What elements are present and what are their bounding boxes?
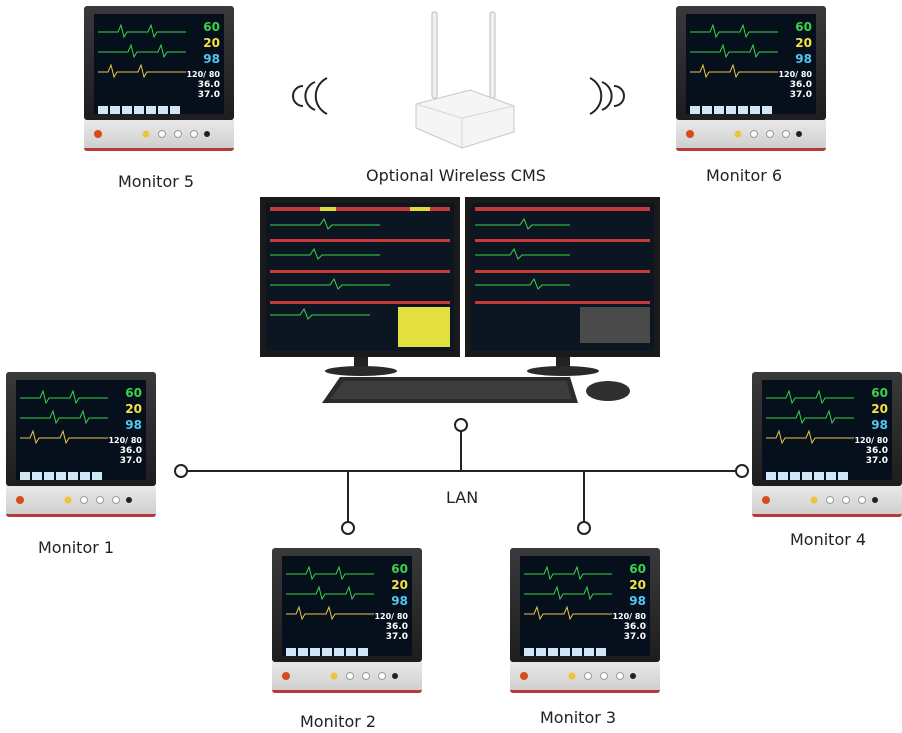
heart-rate-value: 60 xyxy=(203,20,220,34)
patient-monitor-6: 60 20 98 120/ 80 36.0 37.0 xyxy=(676,6,826,156)
nibp-value: 120/ 80 xyxy=(186,70,220,79)
label-monitor-1: Monitor 1 xyxy=(38,538,115,557)
pleth-waveform xyxy=(286,605,374,620)
ecg-waveform xyxy=(286,585,374,600)
heart-rate-value: 60 xyxy=(795,20,812,34)
temp1-value: 36.0 xyxy=(197,80,220,90)
temp2-value: 37.0 xyxy=(865,456,888,466)
temp1-value: 36.0 xyxy=(385,622,408,632)
temp1-value: 36.0 xyxy=(623,622,646,632)
temp2-value: 37.0 xyxy=(197,90,220,100)
spo2-value: 98 xyxy=(871,418,888,432)
pleth-waveform xyxy=(524,605,612,620)
ecg-waveform xyxy=(766,389,854,404)
spo2-value: 98 xyxy=(629,594,646,608)
pleth-waveform xyxy=(98,63,186,78)
temp2-value: 37.0 xyxy=(789,90,812,100)
heart-rate-value: 60 xyxy=(629,562,646,576)
patient-monitor-2: 60 20 98 120/ 80 36.0 37.0 xyxy=(272,548,422,698)
pleth-waveform xyxy=(690,63,778,78)
temp2-value: 37.0 xyxy=(385,632,408,642)
patient-monitor-4: 60 20 98 120/ 80 36.0 37.0 xyxy=(752,372,902,522)
heart-rate-value: 60 xyxy=(125,386,142,400)
screen-softkeys xyxy=(524,644,620,656)
pleth-waveform xyxy=(766,429,854,444)
lan-node-monitor4 xyxy=(735,464,749,478)
label-wireless-cms: Optional Wireless CMS xyxy=(366,166,546,185)
ecg-waveform xyxy=(766,409,854,424)
label-monitor-3: Monitor 3 xyxy=(540,708,617,727)
temp2-value: 37.0 xyxy=(119,456,142,466)
nibp-value: 120/ 80 xyxy=(854,436,888,445)
resp-rate-value: 20 xyxy=(795,36,812,50)
lan-node-monitor2 xyxy=(341,521,355,535)
ecg-waveform xyxy=(20,409,108,424)
wifi-signal-right-icon xyxy=(589,77,625,115)
temp1-value: 36.0 xyxy=(865,446,888,456)
spo2-value: 98 xyxy=(203,52,220,66)
heart-rate-value: 60 xyxy=(391,562,408,576)
ecg-waveform xyxy=(690,23,778,38)
mouse-icon xyxy=(586,381,630,401)
label-monitor-2: Monitor 2 xyxy=(300,712,377,731)
label-monitor-5: Monitor 5 xyxy=(118,172,195,191)
pleth-waveform xyxy=(20,429,108,444)
resp-rate-value: 20 xyxy=(203,36,220,50)
heart-rate-value: 60 xyxy=(871,386,888,400)
screen-softkeys xyxy=(20,468,116,480)
ecg-waveform xyxy=(524,585,612,600)
resp-rate-value: 20 xyxy=(871,402,888,416)
label-monitor-4: Monitor 4 xyxy=(790,530,867,549)
ecg-waveform xyxy=(690,43,778,58)
screen-softkeys xyxy=(98,102,194,114)
screen-softkeys xyxy=(286,644,382,656)
nibp-value: 120/ 80 xyxy=(108,436,142,445)
lan-node-monitor1 xyxy=(174,464,188,478)
nibp-value: 120/ 80 xyxy=(612,612,646,621)
ecg-waveform xyxy=(98,23,186,38)
screen-softkeys xyxy=(766,468,862,480)
wifi-signal-left-icon xyxy=(292,77,328,115)
ecg-waveform xyxy=(524,565,612,580)
spo2-value: 98 xyxy=(125,418,142,432)
label-lan: LAN xyxy=(446,488,479,507)
ecg-waveform xyxy=(286,565,374,580)
control-buttons xyxy=(762,496,878,504)
ecg-waveform xyxy=(98,43,186,58)
temp1-value: 36.0 xyxy=(119,446,142,456)
patient-monitor-5: 60 20 98 120/ 80 36.0 37.0 xyxy=(84,6,234,156)
control-buttons xyxy=(16,496,132,504)
screen-softkeys xyxy=(690,102,786,114)
nibp-value: 120/ 80 xyxy=(374,612,408,621)
patient-monitor-3: 60 20 98 120/ 80 36.0 37.0 xyxy=(510,548,660,698)
resp-rate-value: 20 xyxy=(125,402,142,416)
lan-node-workstation xyxy=(454,418,468,432)
keyboard-icon xyxy=(322,377,578,403)
label-monitor-6: Monitor 6 xyxy=(706,166,783,185)
control-buttons xyxy=(686,130,802,138)
ecg-waveform xyxy=(20,389,108,404)
spo2-value: 98 xyxy=(795,52,812,66)
spo2-value: 98 xyxy=(391,594,408,608)
resp-rate-value: 20 xyxy=(629,578,646,592)
router-icon xyxy=(415,11,515,149)
patient-monitor-1: 60 20 98 120/ 80 36.0 37.0 xyxy=(6,372,156,522)
control-buttons xyxy=(94,130,210,138)
nibp-value: 120/ 80 xyxy=(778,70,812,79)
control-buttons xyxy=(520,672,636,680)
resp-rate-value: 20 xyxy=(391,578,408,592)
temp1-value: 36.0 xyxy=(789,80,812,90)
dual-monitor-workstation-icon xyxy=(260,197,660,403)
temp2-value: 37.0 xyxy=(623,632,646,642)
control-buttons xyxy=(282,672,398,680)
lan-node-monitor3 xyxy=(577,521,591,535)
